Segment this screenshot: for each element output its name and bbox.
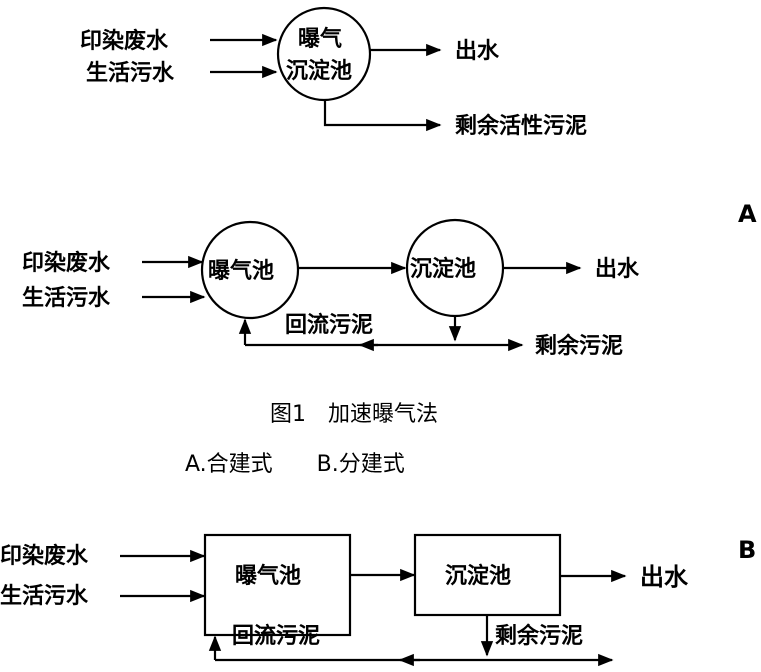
- return-sludge-label: 回流污泥: [232, 623, 320, 649]
- diagram-b: 印染废水 生活污水 曝气池 沉淀池 出水 回流污泥 剩余污泥 B: [0, 533, 756, 667]
- output-label: 出水: [455, 39, 500, 64]
- output-label: 出水: [640, 563, 689, 591]
- tank-label-line2: 沉淀池: [286, 58, 352, 84]
- excess-sludge-label: 剩余污泥: [495, 623, 583, 649]
- aeration-tank: [200, 220, 300, 320]
- output-label: 出水: [595, 257, 640, 282]
- separate-aeration-diagram: 印染废水 生活污水 曝气池 沉淀池 出水 回流污泥 剩余污泥 A: [22, 200, 757, 359]
- aeration-settling-tank: [276, 6, 372, 102]
- input-domestic-sewage: 生活污水: [0, 584, 89, 609]
- settling-tank-label: 沉淀池: [445, 563, 511, 589]
- marker-b: B: [738, 536, 756, 564]
- figure-subtitle: A.合建式 B.分建式: [185, 452, 405, 477]
- excess-sludge-line: [323, 100, 442, 132]
- input-dyeing-wastewater: 印染废水: [80, 28, 169, 54]
- aeration-tank-label: 曝气池: [235, 563, 301, 589]
- input-domestic-sewage: 生活污水: [22, 286, 111, 311]
- input-dyeing-wastewater: 印染废水: [0, 543, 89, 569]
- combined-aeration-diagram: 印染废水 生活污水 曝气 沉淀池 出水 剩余活性污泥: [80, 6, 587, 139]
- input-domestic-sewage: 生活污水: [86, 61, 175, 86]
- marker-a: A: [738, 200, 757, 228]
- excess-sludge-label: 剩余活性污泥: [455, 113, 587, 139]
- return-sludge-label: 回流污泥: [285, 312, 373, 338]
- settling-tank-label: 沉淀池: [410, 256, 476, 282]
- excess-sludge-label: 剩余污泥: [535, 333, 623, 359]
- aeration-tank-label: 曝气池: [208, 258, 274, 284]
- input-dyeing-wastewater: 印染废水: [22, 250, 111, 276]
- figure-title: 图1 加速曝气法: [270, 402, 438, 427]
- tank-label-line1: 曝气: [298, 26, 342, 52]
- aeration-tank: [203, 533, 352, 637]
